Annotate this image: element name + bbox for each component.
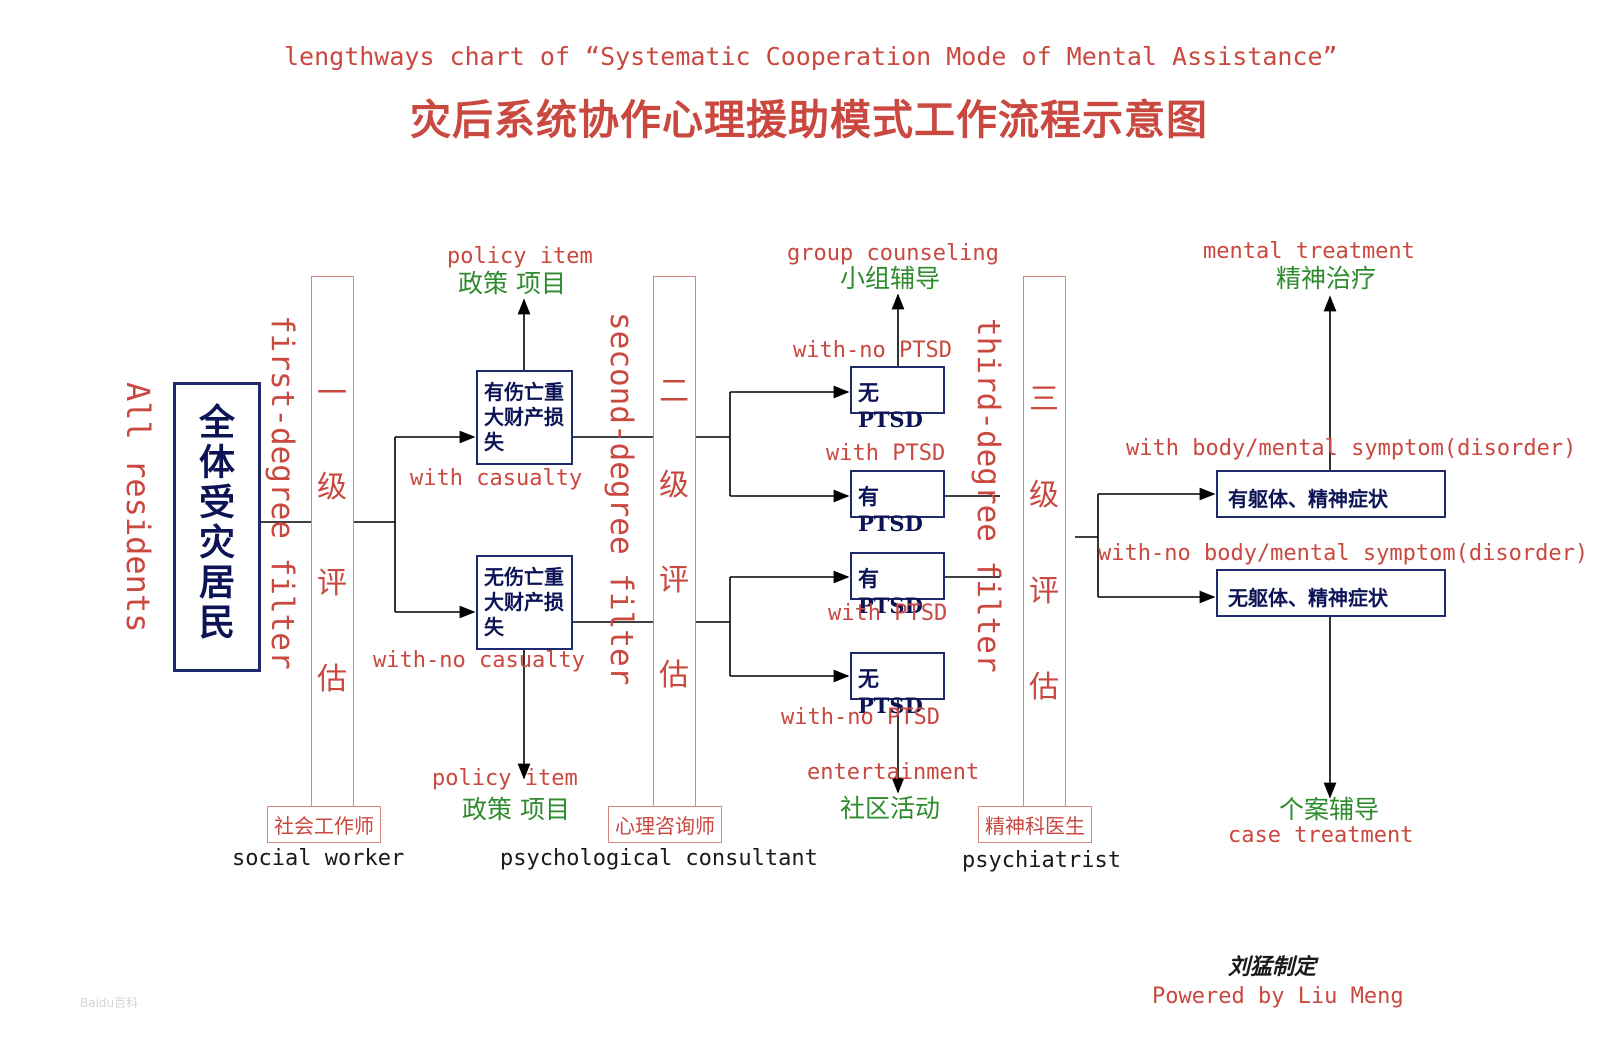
bottom-policy-en: policy item <box>432 766 578 791</box>
ptsd-box-3: 有PTSD <box>850 552 945 618</box>
filter-1-pillar <box>311 276 354 812</box>
start-box: 全体受灾居民 <box>173 382 261 672</box>
ptsd-box-4-label: with-no PTSD <box>781 705 940 730</box>
mental-treatment-en: mental treatment <box>1203 239 1415 264</box>
filter-3-label: third-degree filter <box>970 318 1006 673</box>
casualty-box-text: 有伤亡重大财产损失 <box>484 380 564 454</box>
ptsd-box-1-text: 无PTSD <box>858 380 923 432</box>
ptsd-box-1-label: with-no PTSD <box>793 338 952 363</box>
top-policy-en: policy item <box>447 244 593 269</box>
filter-3-role-en: psychiatrist <box>962 848 1121 873</box>
filter-2-pillar-char-3: 评 <box>659 563 689 598</box>
filter-1-role-en: social worker <box>232 846 405 871</box>
ptsd-box-3-label: with PTSD <box>828 601 948 626</box>
watermark-logo: Baidu百科 <box>80 996 139 1010</box>
symptom-box-2: 无躯体、精神症状 <box>1216 569 1446 617</box>
filter-1-pillar-char-4: 估 <box>317 662 347 697</box>
ptsd-box-2-text: 有PTSD <box>858 484 923 536</box>
group-counseling-en: group counseling <box>787 241 999 266</box>
filter-3-pillar-char-1: 三 <box>1029 382 1059 417</box>
ptsd-box-1: 无PTSD <box>850 366 945 432</box>
case-treatment-zh: 个案辅导 <box>1279 795 1380 824</box>
ptsd-box-4: 无PTSD <box>850 652 945 718</box>
ptsd-box-2: 有PTSD <box>850 470 945 536</box>
filter-3-role-zh: 精神科医生 <box>978 806 1092 843</box>
mental-treatment-zh: 精神治疗 <box>1276 264 1377 293</box>
filter-2-role-en: psychological consultant <box>500 846 818 871</box>
no-casualty-box-text: 无伤亡重大财产损失 <box>484 565 564 639</box>
group-counseling-zh: 小组辅导 <box>840 264 941 293</box>
filter-2-pillar <box>653 276 696 812</box>
ptsd-box-2-label: with PTSD <box>826 441 946 466</box>
filter-1-pillar-char-2: 级 <box>317 470 347 505</box>
filter-1-pillar-char-3: 评 <box>317 566 347 601</box>
filter-1-role-zh: 社会工作师 <box>267 806 381 843</box>
credit-zh: 刘猛制定 <box>1228 955 1317 980</box>
filter-2-label: second-degree filter <box>603 312 639 686</box>
symptom-box-1-label: with body/mental symptom(disorder) <box>1126 436 1577 461</box>
casualty-box: 有伤亡重大财产损失 <box>476 370 573 465</box>
filter-2-pillar-char-4: 估 <box>659 658 689 693</box>
entertainment-zh: 社区活动 <box>840 794 941 823</box>
top-policy-zh: 政策 项目 <box>458 269 566 298</box>
filter-3-pillar-char-2: 级 <box>1029 478 1059 513</box>
filter-1-pillar-char-1: 一 <box>317 376 347 411</box>
filter-3-pillar-char-4: 估 <box>1029 670 1059 705</box>
symptom-box-2-text: 无躯体、精神症状 <box>1228 586 1388 610</box>
filter-1-label: first-degree filter <box>264 315 300 670</box>
filter-2-role-zh: 心理咨询师 <box>608 806 722 843</box>
filter-3-pillar-char-3: 评 <box>1029 574 1059 609</box>
start-box-text: 全体受灾居民 <box>193 403 235 643</box>
bottom-policy-zh: 政策 项目 <box>462 795 570 824</box>
ptsd-box-4-text: 无PTSD <box>858 666 923 718</box>
symptom-box-1: 有躯体、精神症状 <box>1216 470 1446 518</box>
filter-2-pillar-char-1: 二 <box>659 374 689 409</box>
no-casualty-box: 无伤亡重大财产损失 <box>476 555 573 650</box>
symptom-box-1-text: 有躯体、精神症状 <box>1228 487 1388 511</box>
symptom-box-2-label: with-no body/mental symptom(disorder) <box>1098 541 1589 566</box>
start-label-english: All residents <box>119 382 157 633</box>
entertainment-en: entertainment <box>807 760 980 785</box>
credit-en: Powered by Liu Meng <box>1152 984 1404 1009</box>
filter-2-pillar-char-2: 级 <box>659 468 689 503</box>
filter-3-pillar <box>1023 276 1066 812</box>
ptsd-box-3-text: 有PTSD <box>858 566 923 618</box>
title-english: lengthways chart of “Systematic Cooperat… <box>284 42 1338 71</box>
case-treatment-en: case treatment <box>1228 823 1414 848</box>
casualty-label: with casualty <box>410 466 583 491</box>
title-chinese: 灾后系统协作心理援助模式工作流程示意图 <box>410 96 1208 144</box>
no-casualty-label: with-no casualty <box>373 648 585 673</box>
